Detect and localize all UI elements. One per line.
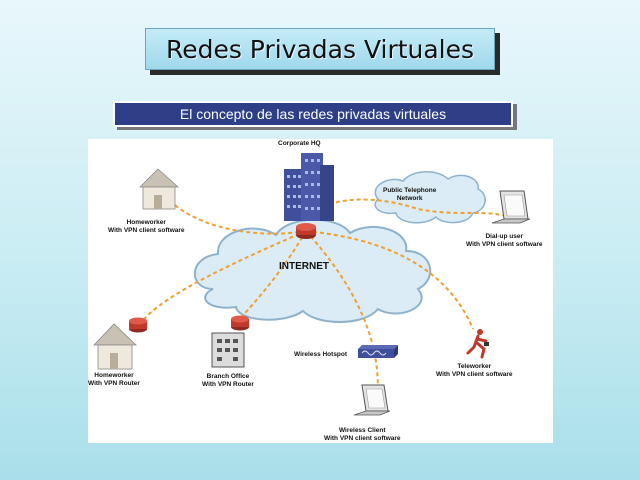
branch-router-icon xyxy=(231,315,249,331)
teleworker-label: Teleworker With VPN client software xyxy=(436,363,513,379)
dialup-user-label: Dial-up user With VPN client software xyxy=(466,233,543,249)
teleworker-label-line2: With VPN client software xyxy=(436,371,513,378)
slide-title: Redes Privadas Virtuales xyxy=(165,34,475,64)
teleworker-icon xyxy=(466,329,489,359)
dialup-user-label-line1: Dial-up user xyxy=(485,233,524,240)
corporate-hq-building xyxy=(284,153,334,221)
wireless-client-label: Wireless Client With VPN client software xyxy=(324,427,401,443)
laptop-icon xyxy=(353,384,391,416)
diagram-canvas xyxy=(93,153,531,416)
wireless-hotspot-label: Wireless Hotspot xyxy=(294,351,347,359)
laptop-icon xyxy=(491,190,531,224)
branch-office-label-line2: With VPN Router xyxy=(202,381,254,388)
hq-router-icon xyxy=(296,223,316,239)
homeworker-router-label-line2: With VPN Router xyxy=(88,380,140,387)
homeworker-router-label-line1: Homeworker xyxy=(94,372,134,379)
homeworker-client-label-line2: With VPN client software xyxy=(108,227,185,234)
public-telephone-label: Public Telephone Network xyxy=(383,187,436,203)
homeworker-router-label: Homeworker With VPN Router xyxy=(88,372,140,388)
public-telephone-label-line2: Network xyxy=(396,195,423,202)
branch-office-building xyxy=(211,332,245,368)
public-telephone-label-line1: Public Telephone xyxy=(383,187,437,194)
house-icon xyxy=(139,168,180,210)
wireless-client-label-line2: With VPN client software xyxy=(324,435,401,442)
slide-title-box: Redes Privadas Virtuales xyxy=(145,28,495,70)
telephone-cloud xyxy=(374,171,486,224)
corporate-hq-label-line1: Corporate HQ xyxy=(278,140,321,147)
homeworker-client-label-line1: Homeworker xyxy=(126,219,166,226)
slide-subtitle-box: El concepto de las redes privadas virtua… xyxy=(113,101,513,127)
vpn-network-diagram: INTERNET Corporate HQ Homeworker With VP… xyxy=(88,139,553,443)
internet-label: INTERNET xyxy=(279,261,329,272)
dialup-user-label-line2: With VPN client software xyxy=(466,241,543,248)
homeworker-client-label: Homeworker With VPN client software xyxy=(108,219,185,235)
homeworker-router-icon xyxy=(129,317,147,333)
branch-office-label-line1: Branch Office xyxy=(206,373,250,380)
house-icon xyxy=(93,323,137,370)
internet-cloud xyxy=(193,218,432,323)
teleworker-label-line1: Teleworker xyxy=(457,363,492,370)
wireless-hotspot-icon xyxy=(358,345,398,358)
corporate-hq-label: Corporate HQ xyxy=(278,140,321,148)
slide-subtitle: El concepto de las redes privadas virtua… xyxy=(179,106,447,122)
vpn-tunnels xyxy=(139,198,509,390)
wireless-client-label-line1: Wireless Client xyxy=(338,427,386,434)
wireless-hotspot-label-line1: Wireless Hotspot xyxy=(294,351,348,358)
branch-office-label: Branch Office With VPN Router xyxy=(202,373,254,389)
